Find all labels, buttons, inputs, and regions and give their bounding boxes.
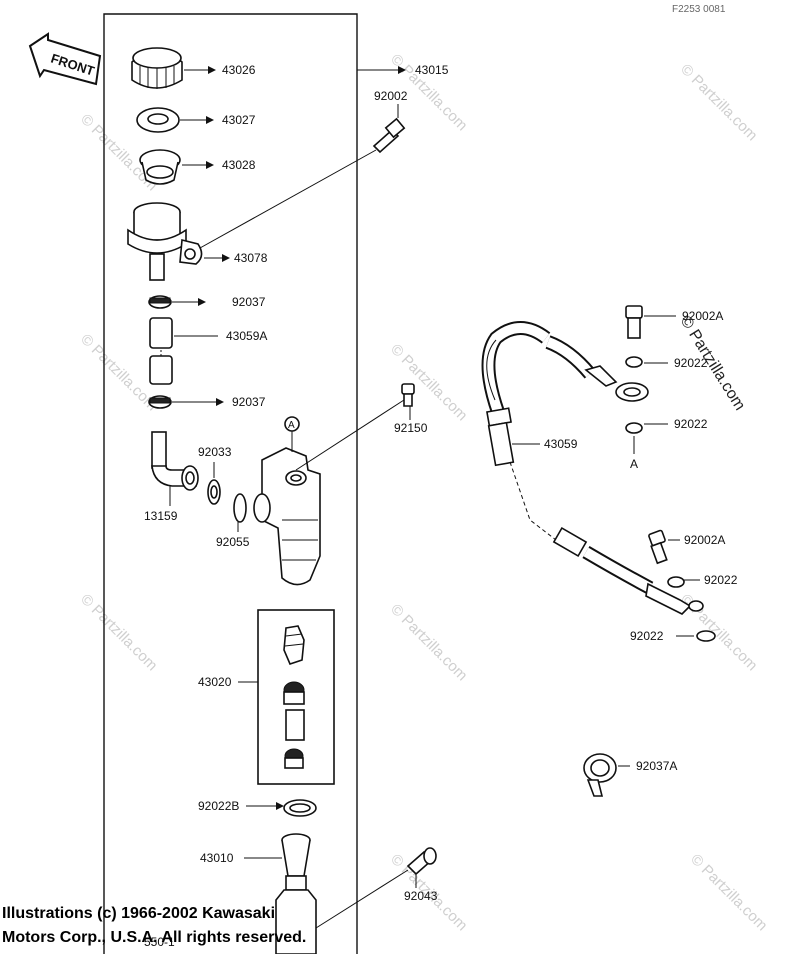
reservoir-cap <box>131 47 183 89</box>
brake-hose <box>481 321 704 615</box>
callout-43015: 43015 <box>415 63 449 77</box>
callout-A-right: A <box>630 457 638 471</box>
circlip <box>283 799 317 817</box>
washer <box>625 422 643 434</box>
o-ring <box>233 493 247 523</box>
callout-92022-c: 92022 <box>704 573 738 587</box>
watermark-text: © Partzilla.com <box>77 591 160 674</box>
callout-92022-a: 92022 <box>674 356 708 370</box>
clevis-pin <box>406 847 437 876</box>
watermark-text: © Partzilla.com <box>687 851 770 934</box>
callout-43078: 43078 <box>234 251 268 265</box>
callout-43028: 43028 <box>222 158 256 172</box>
bolt-92150 <box>401 383 415 407</box>
clamp-92037A <box>583 753 617 797</box>
diaphragm-plate <box>136 107 180 133</box>
diaphragm <box>139 149 181 185</box>
callout-92002A-upper: 92002A <box>682 309 723 323</box>
ref-code: F2253 0081 <box>672 4 726 15</box>
washer-92033 <box>207 479 221 505</box>
master-cylinder-body <box>253 447 321 586</box>
copyright-line-1: Illustrations (c) 1966-2002 Kawasaki <box>2 905 275 922</box>
banjo-bolt-upper <box>625 305 643 339</box>
callout-92002: 92002 <box>374 89 408 103</box>
watermark-text: © Partzilla.com <box>77 331 160 414</box>
callout-92037-upper: 92037 <box>232 295 266 309</box>
callout-550: 550-1 <box>144 935 175 949</box>
washer <box>625 356 643 368</box>
callout-92037-lower: 92037 <box>232 395 266 409</box>
callout-92033: 92033 <box>198 445 232 459</box>
callout-92150: 92150 <box>394 421 428 435</box>
watermark-group: © Partzilla.com © Partzilla.com © Partzi… <box>77 51 770 934</box>
callout-A-left: A <box>288 420 295 431</box>
callout-43027: 43027 <box>222 113 256 127</box>
reservoir <box>127 202 203 281</box>
arrow-icon <box>398 66 406 74</box>
callout-92055: 92055 <box>216 535 250 549</box>
piston-kit-box <box>257 609 335 785</box>
callout-13159: 13159 <box>144 509 178 523</box>
watermark-text: © Partzilla.com <box>387 601 470 684</box>
hose-clamp <box>148 295 172 309</box>
washer <box>696 630 716 642</box>
callout-43059A: 43059A <box>226 329 267 343</box>
callout-92002A-lower: 92002A <box>684 533 725 547</box>
copyright-line-2: Motors Corp., U.S.A. All rights reserved… <box>2 929 306 946</box>
callout-92037A: 92037A <box>636 759 677 773</box>
callout-43010: 43010 <box>200 851 234 865</box>
callout-92022-b: 92022 <box>674 417 708 431</box>
callout-43059: 43059 <box>544 437 578 451</box>
reservoir-hose <box>149 317 173 385</box>
callout-43026: 43026 <box>222 63 256 77</box>
watermark-text: © Partzilla.com <box>677 61 760 144</box>
callout-92043: 92043 <box>404 889 438 903</box>
watermark-text: © Partzilla.com <box>387 341 470 424</box>
piston-kit <box>283 625 305 769</box>
banjo-bolt-lower <box>648 529 668 565</box>
elbow-fitting <box>151 431 199 491</box>
front-arrow-icon: FRONT <box>28 32 102 86</box>
callout-43020: 43020 <box>198 675 232 689</box>
assembly-frame <box>103 13 358 954</box>
washer <box>667 576 685 588</box>
bolt-92002 <box>372 117 406 154</box>
hose-clamp <box>148 395 172 409</box>
callout-92022B: 92022B <box>198 799 239 813</box>
callout-92022-d: 92022 <box>630 629 664 643</box>
